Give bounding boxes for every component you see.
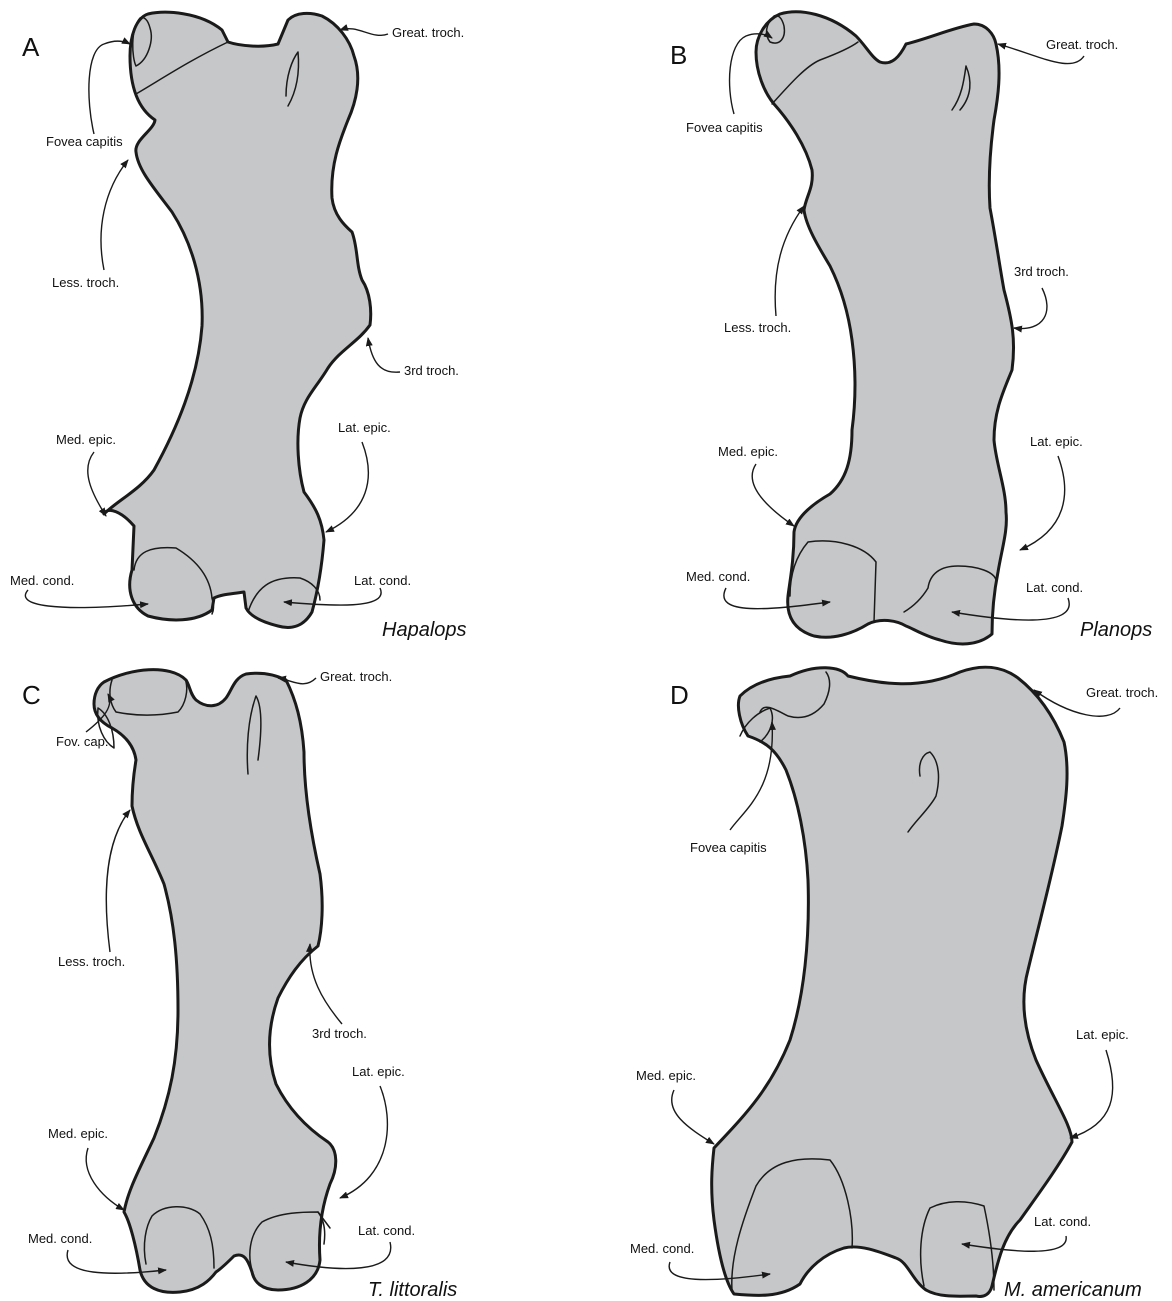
label-third-troch-a: 3rd troch. xyxy=(404,363,459,378)
panel-a: A Hapalops Great. troch. Fovea capitis L… xyxy=(10,12,467,641)
leader-third-troch-b xyxy=(1014,288,1047,329)
leader-lat-epic-b xyxy=(1020,456,1065,550)
leader-lat-epic-d xyxy=(1070,1050,1113,1138)
taxon-label-b: Planops xyxy=(1080,619,1152,641)
panel-letter-a: A xyxy=(22,32,40,62)
leader-third-troch-c xyxy=(310,944,342,1024)
label-fovea-d: Fovea capitis xyxy=(690,840,767,855)
label-lat-cond-d: Lat. cond. xyxy=(1034,1214,1091,1229)
label-lat-epic-d: Lat. epic. xyxy=(1076,1027,1129,1042)
femur-outline-a xyxy=(104,12,371,627)
taxon-label-c: T. littoralis xyxy=(368,1279,457,1301)
label-lat-epic-c: Lat. epic. xyxy=(352,1064,405,1079)
label-great-troch-b: Great. troch. xyxy=(1046,37,1118,52)
leader-med-epic-a xyxy=(88,452,106,516)
leader-less-troch-b xyxy=(775,206,804,316)
label-lat-cond-c: Lat. cond. xyxy=(358,1223,415,1238)
label-lat-cond-b: Lat. cond. xyxy=(1026,580,1083,595)
femur-outline-d xyxy=(712,667,1072,1296)
label-third-troch-c: 3rd troch. xyxy=(312,1026,367,1041)
label-great-troch-d: Great. troch. xyxy=(1086,685,1158,700)
leader-less-troch-a xyxy=(101,160,128,270)
panel-c: C T. littoralis Great. troch. Fov. cap. … xyxy=(22,669,457,1301)
label-fovea-c: Fov. cap. xyxy=(56,734,109,749)
label-med-epic-b: Med. epic. xyxy=(718,444,778,459)
label-great-troch-c: Great. troch. xyxy=(320,669,392,684)
femur-outline-c xyxy=(94,670,336,1293)
label-great-troch-a: Great. troch. xyxy=(392,25,464,40)
label-med-cond-a: Med. cond. xyxy=(10,573,74,588)
panel-b: B Planops Great. troch. Fovea capitis Le… xyxy=(670,12,1152,644)
leader-fovea-a xyxy=(89,41,130,134)
leader-med-epic-b xyxy=(752,464,794,526)
leader-lat-epic-a xyxy=(326,442,368,532)
panel-letter-d: D xyxy=(670,680,689,710)
label-med-cond-d: Med. cond. xyxy=(630,1241,694,1256)
label-med-cond-b: Med. cond. xyxy=(686,569,750,584)
taxon-label-a: Hapalops xyxy=(382,619,467,641)
label-lat-epic-a: Lat. epic. xyxy=(338,420,391,435)
leader-med-epic-c xyxy=(86,1148,124,1210)
leader-med-epic-d xyxy=(672,1090,714,1144)
label-third-troch-b: 3rd troch. xyxy=(1014,264,1069,279)
label-med-epic-d: Med. epic. xyxy=(636,1068,696,1083)
label-fovea-b: Fovea capitis xyxy=(686,120,763,135)
panel-letter-b: B xyxy=(670,40,687,70)
label-med-epic-a: Med. epic. xyxy=(56,432,116,447)
leader-third-troch-a xyxy=(368,338,400,372)
label-less-troch-b: Less. troch. xyxy=(724,320,791,335)
label-lat-epic-b: Lat. epic. xyxy=(1030,434,1083,449)
label-med-cond-c: Med. cond. xyxy=(28,1231,92,1246)
label-fovea-a: Fovea capitis xyxy=(46,134,123,149)
label-lat-cond-a: Lat. cond. xyxy=(354,573,411,588)
leader-great-troch-a xyxy=(340,29,388,36)
label-less-troch-c: Less. troch. xyxy=(58,954,125,969)
taxon-label-d: M. americanum xyxy=(1004,1279,1142,1301)
leader-less-troch-c xyxy=(106,810,130,952)
panel-letter-c: C xyxy=(22,680,41,710)
label-med-epic-c: Med. epic. xyxy=(48,1126,108,1141)
femur-outline-b xyxy=(756,12,1014,644)
leader-lat-epic-c xyxy=(340,1086,387,1198)
panel-d: D M. americanum Great. troch. Fovea capi… xyxy=(630,667,1158,1301)
label-less-troch-a: Less. troch. xyxy=(52,275,119,290)
